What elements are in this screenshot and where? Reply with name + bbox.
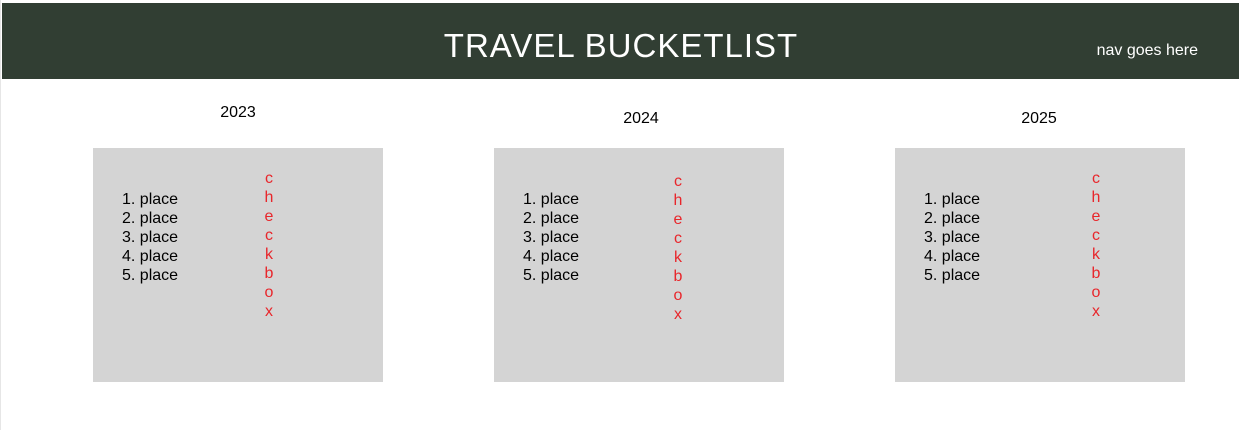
list-item: 5. place — [122, 267, 179, 284]
list-item: 5. place — [523, 267, 580, 284]
checkbox-letter: k — [1092, 246, 1100, 263]
place-list: 1. place 2. place 3. place 4. place 5. p… — [523, 190, 579, 285]
checkbox-letter: o — [673, 287, 683, 304]
year-heading-2025: 2025 — [1021, 110, 1057, 127]
checkbox-letter: c — [1092, 227, 1100, 244]
list-item: 2. place — [122, 210, 179, 227]
checkbox-letter: c — [674, 173, 682, 190]
checkbox-letter: k — [265, 246, 273, 263]
checkbox-letter: c — [674, 230, 682, 247]
list-item: 5. place — [924, 267, 981, 284]
checkbox-letter: c — [265, 227, 273, 244]
checkbox-letter: o — [264, 284, 274, 301]
list-item: 4. place — [523, 248, 580, 265]
checkbox-letter: c — [1092, 170, 1100, 187]
checkbox-letter: x — [674, 306, 682, 323]
checkbox-letter: k — [674, 249, 682, 266]
place-list: 1. place 2. place 3. place 4. place 5. p… — [924, 190, 980, 285]
list-item: 3. place — [523, 229, 580, 246]
checkbox-letter: h — [1091, 189, 1101, 206]
checkbox-letter: e — [264, 208, 274, 225]
place-list: 1. place 2. place 3. place 4. place 5. p… — [122, 190, 178, 285]
checkbox-letter: c — [265, 170, 273, 187]
site-header: TRAVEL BUCKETLIST nav goes here — [2, 3, 1239, 79]
list-item: 1. place — [924, 191, 981, 208]
checkbox-letter: b — [1091, 265, 1101, 282]
list-item: 2. place — [924, 210, 981, 227]
checkbox-letter: x — [1092, 303, 1100, 320]
checkbox-letter: e — [1091, 208, 1101, 225]
checkbox-placeholder[interactable]: c h e c k b o x — [671, 172, 685, 324]
checkbox-letter: x — [265, 303, 273, 320]
checkbox-letter: b — [264, 265, 274, 282]
list-item: 4. place — [122, 248, 179, 265]
bucketlist-card-2024: 1. place 2. place 3. place 4. place 5. p… — [494, 148, 784, 382]
list-item: 3. place — [924, 229, 981, 246]
checkbox-placeholder[interactable]: c h e c k b o x — [262, 169, 276, 321]
page-title: TRAVEL BUCKETLIST — [443, 27, 799, 64]
list-item: 3. place — [122, 229, 179, 246]
bucketlist-card-2025: 1. place 2. place 3. place 4. place 5. p… — [895, 148, 1185, 382]
list-item: 4. place — [924, 248, 981, 265]
list-item: 1. place — [523, 191, 580, 208]
list-item: 1. place — [122, 191, 179, 208]
checkbox-placeholder[interactable]: c h e c k b o x — [1089, 169, 1103, 321]
year-heading-2024: 2024 — [623, 110, 659, 127]
checkbox-letter: b — [673, 268, 683, 285]
year-heading-2023: 2023 — [220, 104, 256, 121]
nav-placeholder[interactable]: nav goes here — [1096, 42, 1198, 59]
checkbox-letter: h — [264, 189, 274, 206]
checkbox-letter: e — [673, 211, 683, 228]
checkbox-letter: h — [673, 192, 683, 209]
list-item: 2. place — [523, 210, 580, 227]
bucketlist-card-2023: 1. place 2. place 3. place 4. place 5. p… — [93, 148, 383, 382]
checkbox-letter: o — [1091, 284, 1101, 301]
